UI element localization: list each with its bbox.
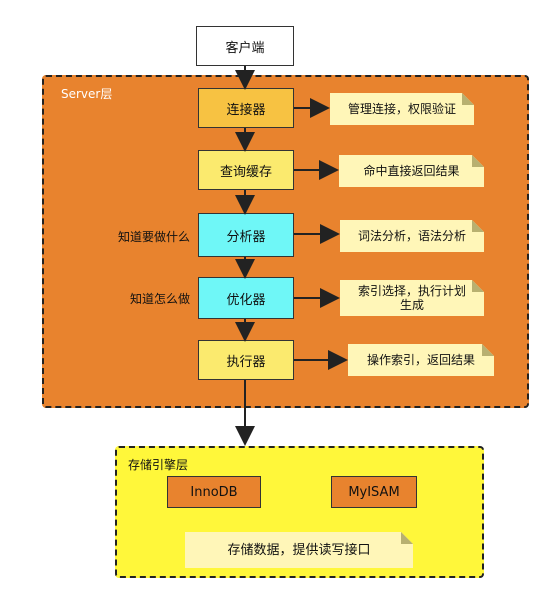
- myisam-label: MyISAM: [348, 484, 400, 500]
- analyzer-note: 词法分析，语法分析: [340, 220, 484, 252]
- optimizer-note-line2: 生成: [399, 298, 424, 312]
- connector-note: 管理连接，权限验证: [330, 93, 474, 125]
- connector-label: 连接器: [226, 102, 266, 118]
- innodb-box: InnoDB: [167, 476, 261, 508]
- query-cache-label: 查询缓存: [219, 164, 272, 180]
- query-cache-note: 命中直接返回结果: [339, 155, 484, 187]
- storage-note: 存储数据，提供读写接口: [185, 532, 413, 568]
- executor-note-text: 操作索引，返回结果: [366, 352, 475, 367]
- connector-box: 连接器: [198, 88, 294, 128]
- executor-label: 执行器: [226, 354, 266, 370]
- optimizer-note: 索引选择，执行计划 生成: [340, 280, 484, 316]
- optimizer-note-line1: 索引选择，执行计划: [357, 284, 466, 298]
- connector-note-text: 管理连接，权限验证: [347, 101, 456, 116]
- client-label: 客户端: [225, 40, 265, 56]
- storage-layer-title: 存储引擎层: [128, 458, 189, 472]
- query-cache-note-text: 命中直接返回结果: [363, 163, 460, 178]
- executor-box: 执行器: [198, 340, 294, 380]
- optimizer-side-label: 知道怎么做: [130, 292, 191, 306]
- analyzer-label: 分析器: [226, 229, 266, 245]
- optimizer-label: 优化器: [226, 292, 266, 308]
- storage-note-text: 存储数据，提供读写接口: [227, 542, 371, 558]
- analyzer-side-label: 知道要做什么: [118, 230, 191, 244]
- server-layer-title: Server层: [61, 87, 113, 101]
- executor-note: 操作索引，返回结果: [348, 344, 494, 376]
- innodb-label: InnoDB: [190, 484, 238, 500]
- analyzer-note-text: 词法分析，语法分析: [357, 228, 466, 243]
- client-box: 客户端: [196, 26, 294, 66]
- myisam-box: MyISAM: [331, 476, 417, 508]
